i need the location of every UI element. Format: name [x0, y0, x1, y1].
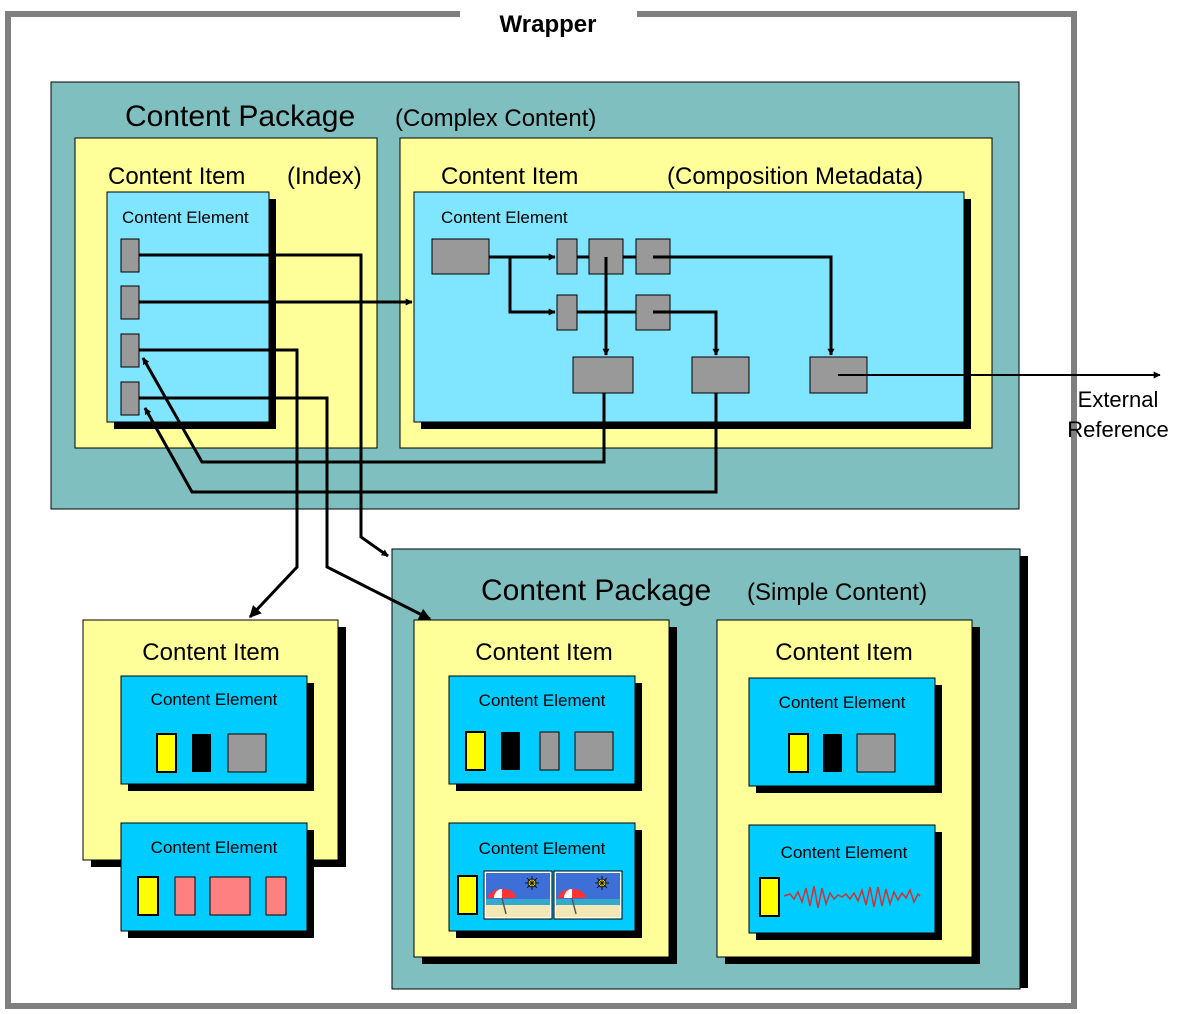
index-content-element: Content Element — [106, 191, 270, 423]
composition-item-qualifier: (Composition Metadata) — [667, 163, 923, 190]
connector-entry1-to-simple-package — [139, 253, 389, 558]
gray-block-wide — [574, 731, 614, 771]
connector-entry4-to-simple-item-a — [139, 396, 432, 621]
yellow-block — [137, 876, 159, 916]
complex-package-title: Content Package — [125, 100, 355, 133]
item-b-title: Content Item — [775, 639, 912, 666]
audio-waveform-icon — [783, 885, 921, 909]
connector-root-to-b1 — [508, 257, 556, 316]
connector-leaf2-to-entry4 — [143, 393, 718, 494]
external-reference-label: External Reference — [1067, 387, 1169, 442]
item-b-content-element-2: Content Element — [748, 824, 936, 934]
connector-a3-to-leaf3 — [653, 255, 835, 356]
standalone-element1-title: Content Element — [151, 690, 278, 709]
item-a-content-element-1: Content Element — [448, 675, 636, 785]
composition-leaf-1 — [572, 356, 634, 394]
gray-block — [856, 733, 896, 773]
wrapper-title: Wrapper — [500, 11, 597, 38]
simple-content-package: Content Package (Simple Content) Content… — [391, 548, 1028, 990]
index-entry-3 — [120, 333, 140, 368]
simple-content-item-b: Content Item Content Element Content Ele… — [716, 619, 980, 964]
connector-entry3-to-standalone-item — [139, 348, 299, 619]
reference-connectors — [139, 253, 1161, 621]
beach-image-icon — [483, 870, 553, 920]
complex-content-package: Content Package (Complex Content) Conten… — [50, 81, 1020, 510]
yellow-block — [457, 875, 478, 915]
black-block — [823, 734, 842, 772]
simple-content-item-a: Content Item Content Element Content Ele… — [413, 619, 677, 964]
beach-image-icon — [553, 870, 623, 920]
complex-package-subtitle: (Complex Content) — [395, 105, 596, 132]
standalone-content-element-1: Content Element — [120, 675, 308, 785]
index-entry-1 — [120, 238, 140, 273]
index-item-title: Content Item — [108, 163, 245, 190]
black-block — [192, 734, 211, 772]
gray-block — [539, 731, 560, 771]
composition-element-title: Content Element — [441, 208, 568, 227]
composition-root-block — [431, 238, 490, 275]
yellow-block — [759, 877, 780, 917]
item-a-element1-title: Content Element — [479, 691, 606, 710]
composition-content-element: Content Element — [413, 191, 965, 423]
gray-block — [227, 733, 267, 773]
standalone-item-title: Content Item — [142, 639, 279, 666]
composition-item-title: Content Item — [441, 163, 578, 190]
pink-block — [265, 876, 287, 916]
yellow-block — [465, 731, 486, 771]
simple-package-title: Content Package — [481, 574, 711, 607]
item-a-content-element-2: Content Element — [448, 822, 636, 932]
standalone-content-element-2: Content Element — [120, 822, 308, 932]
connector-b2-to-leaf2 — [653, 310, 720, 356]
yellow-block — [156, 733, 177, 773]
item-a-title: Content Item — [475, 639, 612, 666]
item-b-content-element-1: Content Element — [748, 677, 936, 787]
simple-package-subtitle: (Simple Content) — [747, 579, 927, 606]
composition-block-b1 — [556, 294, 578, 331]
index-element-title: Content Element — [122, 208, 249, 227]
index-content-item: Content Item (Index) Content Element — [74, 137, 378, 449]
standalone-content-item: Content Item Content Element Content Ele… — [82, 619, 346, 938]
item-b-element1-title: Content Element — [779, 693, 906, 712]
yellow-block — [788, 733, 809, 773]
index-entry-4 — [120, 381, 140, 416]
composition-block-a1 — [556, 238, 578, 275]
connector-leaf1-to-entry3 — [141, 357, 606, 464]
item-b-element2-title: Content Element — [781, 843, 908, 862]
pink-block-wide — [209, 876, 251, 916]
wrapper-frame: Wrapper — [5, 11, 1077, 1009]
index-entry-2 — [120, 285, 140, 320]
index-item-qualifier: (Index) — [287, 163, 362, 190]
pink-block — [174, 876, 196, 916]
composition-content-item: Content Item (Composition Metadata) Cont… — [399, 137, 993, 449]
external-reference-line1: External — [1078, 387, 1159, 412]
composition-leaf-2 — [691, 356, 750, 394]
item-a-element2-title: Content Element — [479, 839, 606, 858]
black-block — [501, 732, 520, 770]
external-reference-line2: Reference — [1067, 417, 1169, 442]
standalone-element2-title: Content Element — [151, 838, 278, 857]
